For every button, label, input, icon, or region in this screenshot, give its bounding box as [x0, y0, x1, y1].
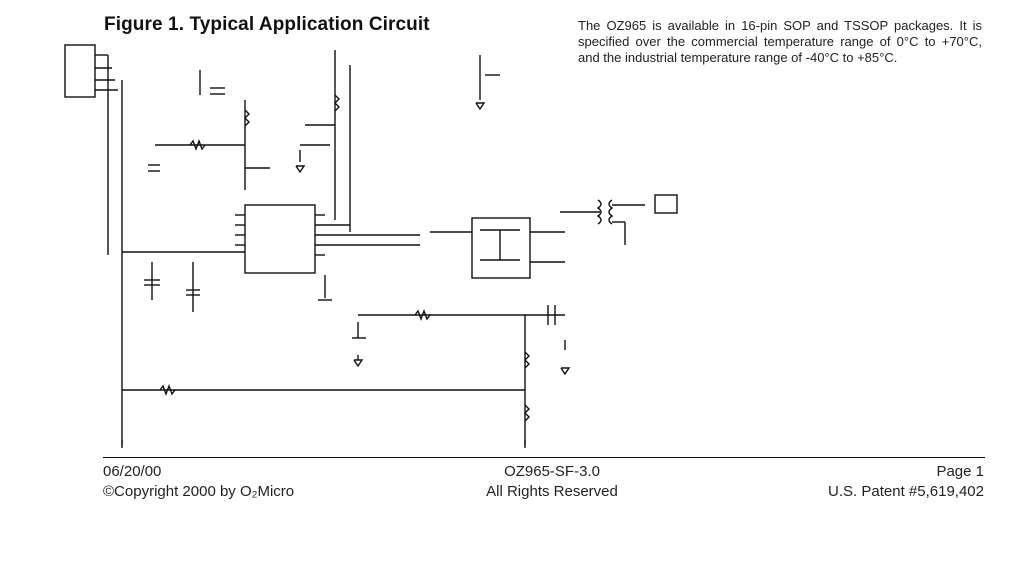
upper-verticals: [305, 50, 351, 232]
application-circuit-schematic: [64, 44, 678, 448]
top-components: [148, 70, 330, 190]
footer-right: Page 1 U.S. Patent #5,619,402: [828, 462, 984, 502]
description-paragraph: The OZ965 is available in 16-pin SOP and…: [578, 18, 982, 65]
footer-center: OZ965-SF-3.0 All Rights Reserved: [452, 462, 652, 502]
footer-copyright: ©Copyright 2000 by O₂Micro: [103, 483, 295, 500]
controller-ic: [235, 204, 420, 274]
footer-rights: All Rights Reserved: [486, 483, 618, 500]
top-right-parts: [475, 55, 500, 111]
connector-block: [64, 44, 118, 98]
mosfet-bridge: [430, 217, 565, 279]
left-rails: [107, 55, 245, 445]
lower-capacitors: [144, 262, 332, 312]
footer-date: 06/20/00: [103, 463, 162, 480]
footer-left: 06/20/00 ©Copyright 2000 by O₂Micro: [103, 462, 294, 502]
footer-divider: [103, 457, 985, 458]
feedback-network: [121, 305, 571, 448]
footer-patent: U.S. Patent #5,619,402: [828, 483, 984, 500]
footer-doc-id: OZ965-SF-3.0: [504, 463, 600, 480]
figure-title: Figure 1. Typical Application Circuit: [104, 14, 430, 35]
footer-page: Page 1: [936, 463, 984, 480]
output-transformer: [560, 194, 678, 245]
